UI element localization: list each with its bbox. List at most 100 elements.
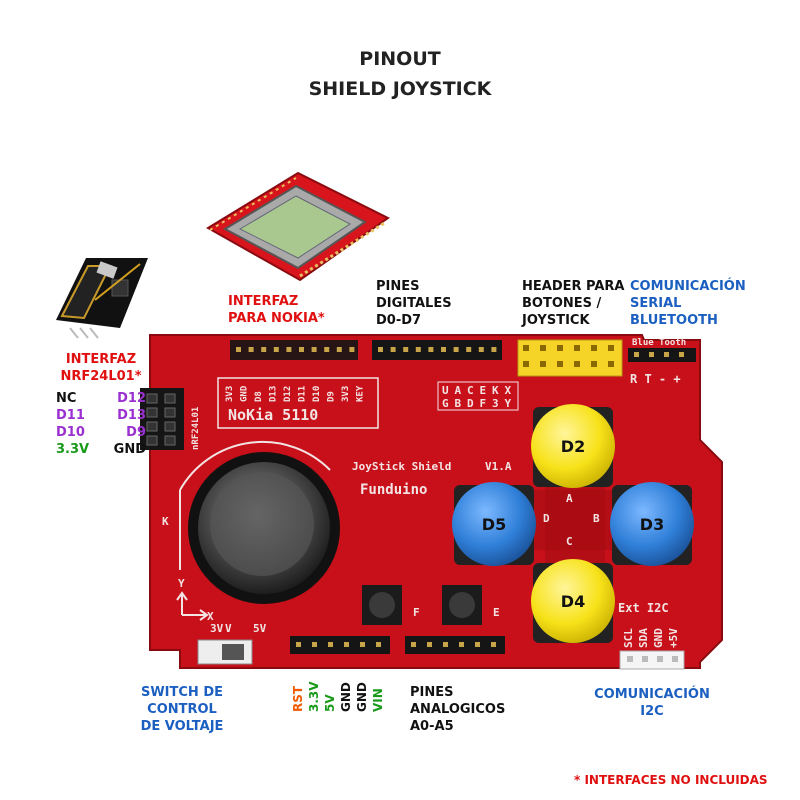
nrf-socket-hole: [146, 407, 158, 418]
button-d2: [531, 404, 615, 488]
silk-nokia-pin: GND: [240, 385, 250, 402]
button-header-pin: [523, 345, 529, 351]
bluetooth-header: [628, 348, 696, 362]
header-pin: [236, 347, 241, 352]
silk-header-bottom: 3: [492, 397, 499, 410]
header-pin: [336, 347, 342, 352]
analog-pin: [475, 642, 480, 647]
silk-bluetooth: Blue Tooth: [632, 338, 686, 348]
header-pin: [273, 347, 279, 352]
silk-axis-x: X: [207, 610, 214, 623]
nrf-pin-left: NC: [56, 391, 77, 406]
header-pin: [324, 347, 330, 352]
silk-e: E: [493, 606, 500, 619]
header-pin: [491, 347, 497, 352]
i2c-connector: [619, 650, 685, 670]
silk-i2c-pin: SDA: [637, 628, 650, 648]
silk-header-bottom: B: [455, 397, 462, 410]
nrf-pin-right: GND: [113, 442, 146, 457]
header-pin: [428, 347, 434, 352]
axis-arrows: [176, 591, 209, 621]
button-d5: [452, 482, 536, 566]
nrf-socket-hole: [164, 407, 176, 418]
silk-i2c-pin: +5V: [667, 628, 680, 648]
silk-nrf: nRF24L01: [191, 407, 201, 450]
digital-header: [230, 340, 502, 360]
silk-i2c-pin: GND: [652, 628, 665, 648]
nrf-socket-hole: [164, 393, 176, 404]
silk-k: K: [162, 515, 169, 528]
silk-nokia-pin: D11: [298, 386, 308, 402]
silk-f: F: [413, 606, 420, 619]
header-pin: [466, 347, 472, 352]
power-pin: [376, 642, 381, 647]
silk-header-top: U: [442, 384, 449, 397]
header-pin: [478, 347, 484, 352]
i2c-pin: [627, 656, 633, 662]
button-header-pin: [608, 361, 614, 367]
button-header-pin: [557, 345, 563, 351]
nrf24l01-module: [56, 258, 148, 339]
header-pin: [349, 347, 355, 352]
header-pin: [453, 347, 459, 352]
i2c-pin: [672, 656, 678, 662]
button-f: [362, 585, 402, 625]
power-pin: [344, 642, 349, 647]
power-pin-label: 5V: [323, 694, 337, 712]
button-header-pin: [523, 361, 529, 367]
header-pin: [441, 347, 446, 352]
silk-rt: R T - +: [630, 372, 681, 386]
analog-pin: [443, 642, 448, 647]
power-pin: [296, 642, 301, 647]
i2c-pin: [642, 656, 648, 662]
nokia-module: [206, 171, 390, 282]
button-e: [442, 585, 482, 625]
nrf-pin-left: D10: [56, 425, 85, 440]
silk-header-top: C: [467, 384, 474, 397]
silk-version: V1.A: [485, 460, 512, 473]
silk-nokia-pin: KEY: [356, 385, 366, 402]
power-pin: [328, 642, 333, 647]
header-pin: [403, 347, 409, 352]
silk-header-top: A: [455, 384, 462, 397]
nrf-pin-row: 3.3V GND: [56, 441, 146, 458]
power-pin-label: GND: [339, 682, 353, 712]
analog-pin: [459, 642, 464, 647]
silk-header-bottom: D: [467, 397, 474, 410]
label-d4: D4: [561, 592, 585, 611]
header-pin: [286, 347, 292, 352]
power-pin: [360, 642, 365, 647]
silk-d: D: [543, 512, 550, 525]
silk-c: C: [566, 535, 573, 548]
button-header-pin: [591, 345, 597, 351]
button-header-pin: [574, 345, 580, 351]
silk-axis-y: Y: [178, 577, 185, 590]
button-header-pin: [540, 361, 546, 367]
analog-pin: [427, 642, 432, 647]
nrf-socket-hole: [164, 435, 176, 446]
silk-header-top: E: [480, 384, 487, 397]
page-title-line1: PINOUT: [359, 48, 441, 70]
bt-pin: [679, 352, 684, 357]
nrf-socket-hole: [146, 393, 158, 404]
silk-b: B: [593, 512, 600, 525]
silk-header-bottom: F: [480, 397, 487, 410]
button-header-pin: [591, 361, 597, 367]
silk-a: A: [566, 492, 573, 505]
power-header: [290, 636, 390, 654]
nrf-socket-hole: [146, 421, 158, 432]
analog-pin: [411, 642, 416, 647]
nrf-pin-left: 3.3V: [56, 442, 90, 457]
nrf-socket-hole: [146, 435, 158, 446]
power-pin-label: RST: [291, 685, 305, 712]
label-d3: D3: [640, 515, 664, 534]
silk-5v: 5V: [253, 622, 267, 635]
silk-3v: 3V: [210, 622, 224, 635]
silk-brand: Funduino: [360, 482, 427, 498]
